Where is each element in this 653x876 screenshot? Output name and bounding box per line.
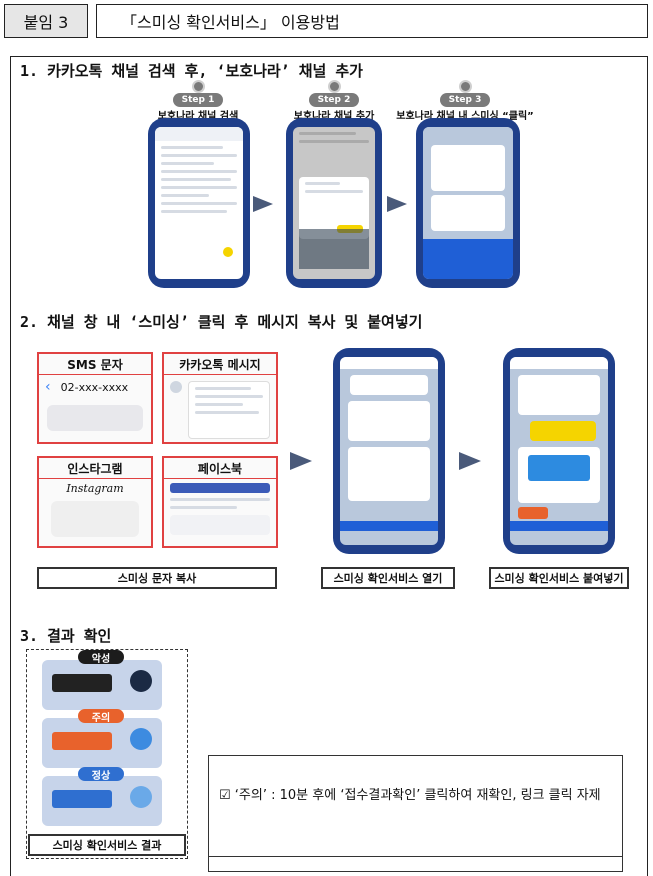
section3-title: 3. 결과 확인 [20,627,112,645]
step3-pill: Step 3 [439,93,491,107]
step3-label: 보호나라 채널 내 스미싱 “클릭” [396,111,534,122]
instagram-logo: Instagram [66,482,124,495]
result-card-caution [42,718,162,768]
facebook-card-title: 페이스북 [164,458,276,479]
mascot-icon [130,728,152,750]
avatar [170,381,182,393]
badge-normal-label: 정상 [91,770,111,782]
result-card-malicious [42,660,162,710]
page-title: 「스미싱 확인서비스」 이용방법 [96,4,648,38]
section1-title: 1. 카카오톡 채널 검색 후, ‘보호나라’ 채널 추가 [20,62,363,80]
arrow-right-icon [459,452,481,470]
step2-label: 보호나라 채널 추가 [293,111,375,122]
kakao-card-title: 카카오톡 메시지 [164,354,276,375]
arrow-right-icon [387,196,407,212]
note-box: ☑ ‘주의’ : 10분 후에 ‘접수결과확인’ 클릭하여 재확인, 링크 클릭… [208,755,623,872]
step1-pill: Step 1 [172,93,224,107]
badge-caution-label: 주의 [91,712,111,724]
step3-phone-image [416,118,520,288]
back-arrow-icon: ‹ [45,379,51,395]
caption-copy: 스미싱 문자 복사 [37,567,277,589]
step-dot-icon [191,80,205,93]
note-text: ‘주의’ : 10분 후에 ‘접수결과확인’ 클릭하여 재확인, 링크 클릭 자… [234,788,601,803]
attachment-tag: 붙임 3 [4,4,88,38]
sms-card: SMS 문자 ‹ 02-xxx-xxxx [37,352,153,444]
caption-paste: 스미싱 확인서비스 붙여넣기 [489,567,629,589]
step2-header: Step 2 보호나라 채널 추가 [284,80,384,122]
channel-menu [423,239,513,279]
sms-card-title: SMS 문자 [39,354,151,375]
arrow-right-icon [253,196,273,212]
badge-caution: 주의 [78,709,124,724]
step-dot-icon [327,80,341,93]
step1-phone-image [148,118,250,288]
checkbox-icon: ☑ [219,788,231,803]
instagram-card-title: 인스타그램 [39,458,151,479]
caption-open: 스미싱 확인서비스 열기 [321,567,455,589]
caption-result: 스미싱 확인서비스 결과 [28,834,186,856]
step-dot-icon [458,80,472,93]
badge-malicious-label: 악성 [91,653,111,665]
facebook-card: 페이스북 [162,456,278,548]
sms-sender-number: 02-xxx-xxxx [60,380,129,394]
content-frame [10,56,648,876]
step2-pill: Step 2 [308,93,360,107]
add-button-icon [223,247,233,257]
step1-header: Step 1 보호나라 채널 검색 [148,80,248,122]
step1-label: 보호나라 채널 검색 [157,111,239,122]
step3-header: Step 3 보호나라 채널 내 스미싱 “클릭” [390,80,540,122]
service-paste-phone-image [503,348,615,554]
result-card-normal [42,776,162,826]
step2-phone-image [286,118,382,288]
section2-title: 2. 채널 창 내 ‘스미싱’ 클릭 후 메시지 복사 및 붙여넣기 [20,313,423,331]
badge-normal: 정상 [78,767,124,782]
service-open-phone-image [333,348,445,554]
arrow-right-icon [290,452,312,470]
result-examples [26,649,188,859]
instagram-card: 인스타그램 Instagram [37,456,153,548]
page-title-text: 「스미싱 확인서비스」 이용방법 [121,13,340,32]
mascot-icon [130,670,152,692]
badge-malicious: 악성 [78,650,124,665]
kakao-card: 카카오톡 메시지 [162,352,278,444]
attachment-tag-text: 붙임 3 [23,13,69,32]
mascot-icon [130,786,152,808]
